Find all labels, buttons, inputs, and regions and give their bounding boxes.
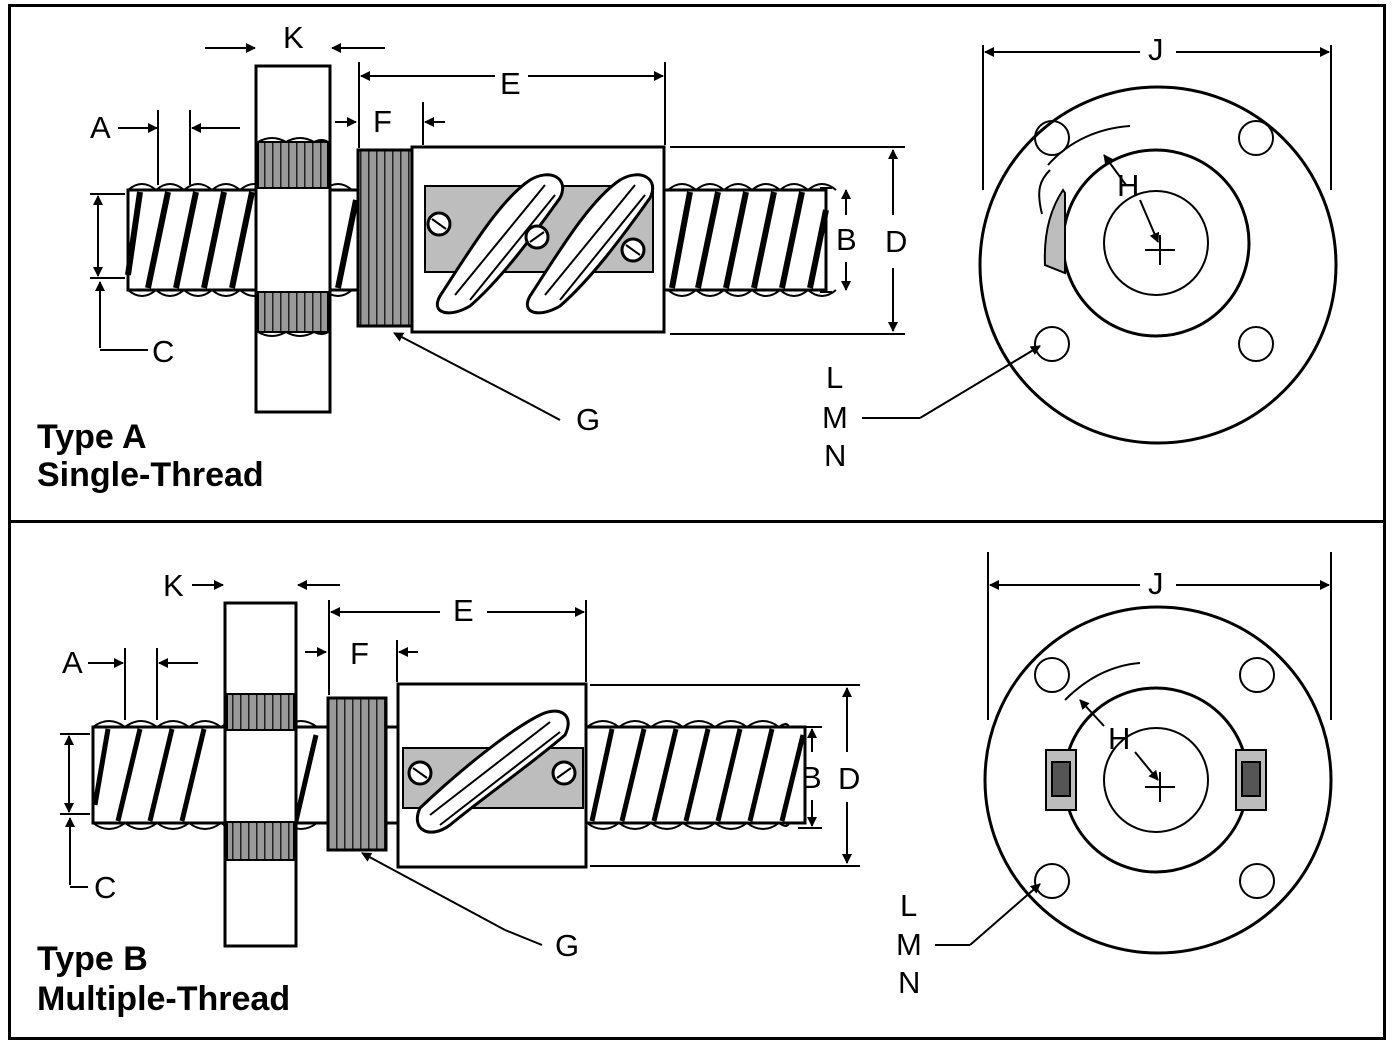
mounting-plate-b	[223, 601, 298, 948]
label-l-type-b: L	[900, 888, 917, 923]
label-e-type-b: E	[453, 593, 474, 628]
label-k-type-a: K	[283, 20, 304, 55]
type-a-side-view	[90, 43, 905, 421]
threaded-flange-a	[356, 148, 414, 328]
label-h-type-b: H	[1108, 721, 1130, 756]
label-g-type-a: G	[576, 402, 600, 437]
threaded-flange-b	[326, 696, 388, 852]
label-m-type-b: M	[896, 927, 922, 962]
title-line2-type-b: Multiple-Thread	[37, 980, 290, 1018]
label-l-type-a: L	[826, 360, 843, 395]
label-n-type-a: N	[824, 438, 846, 473]
label-b-type-a: B	[836, 222, 857, 257]
label-g-type-b: G	[555, 928, 579, 963]
title-line2-type-a: Single-Thread	[37, 456, 264, 494]
label-a-type-a: A	[90, 110, 111, 145]
label-a-type-b: A	[62, 645, 83, 680]
type-a-end-view	[862, 45, 1338, 445]
label-k-type-b: K	[163, 568, 184, 603]
label-h-type-a: H	[1117, 168, 1139, 203]
label-e-type-a: E	[500, 66, 521, 101]
title-line1-type-a: Type A	[37, 418, 147, 456]
ball-nut-b	[396, 682, 588, 869]
label-d-type-a: D	[885, 224, 907, 259]
label-d-type-b: D	[838, 761, 860, 796]
panel-b-frame	[8, 520, 1386, 1040]
title-line1-type-b: Type B	[37, 940, 148, 978]
ball-nut-a	[410, 145, 666, 334]
label-f-type-a: F	[373, 104, 392, 139]
type-b-side-view	[60, 580, 860, 948]
label-j-type-b: J	[1148, 566, 1164, 601]
label-c-type-b: C	[94, 870, 116, 905]
label-n-type-b: N	[898, 965, 920, 1000]
mounting-plate-a	[254, 64, 332, 414]
label-m-type-a: M	[822, 400, 848, 435]
label-c-type-a: C	[152, 334, 174, 369]
label-b-type-b: B	[801, 760, 822, 795]
label-j-type-a: J	[1148, 32, 1164, 67]
type-b-end-view	[935, 552, 1333, 955]
label-f-type-b: F	[350, 636, 369, 671]
